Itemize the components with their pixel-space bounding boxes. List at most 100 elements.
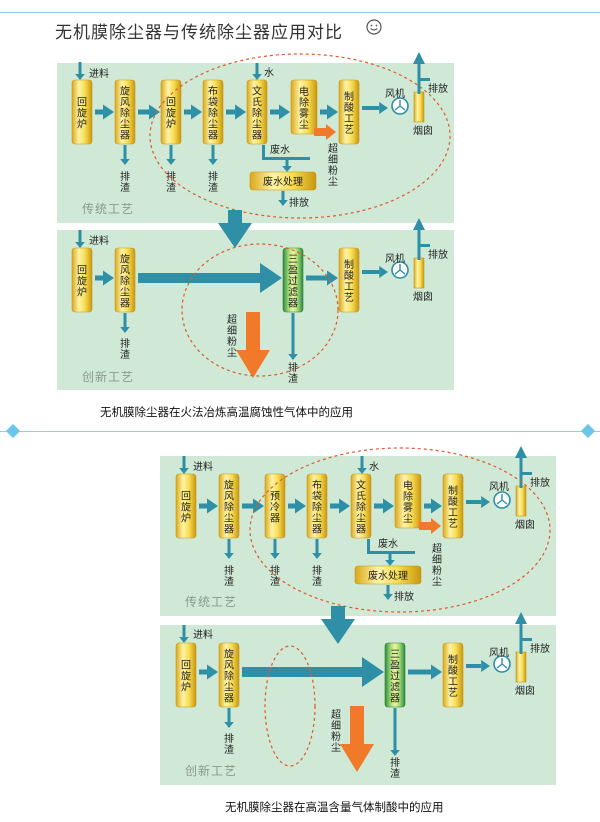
svg-text:文: 文	[252, 85, 262, 98]
s1t-rotary2	[160, 79, 182, 145]
svg-text:三: 三	[390, 650, 400, 661]
svg-text:除: 除	[120, 275, 130, 288]
s1i-slag-arrow-shaft	[123, 313, 127, 327]
svg-text:器: 器	[120, 130, 130, 142]
svg-text:文: 文	[356, 479, 366, 492]
s2t-water-text: 水	[369, 461, 379, 473]
svg-text:尘: 尘	[224, 682, 234, 694]
s1t-a4-head	[235, 104, 246, 120]
s1t-a2-head	[149, 104, 160, 120]
s1t-slag-text-1: 排渣	[166, 170, 176, 194]
s1i-orange-head	[236, 350, 270, 378]
svg-text:尘: 尘	[299, 119, 309, 131]
s2t-chimney-side	[522, 472, 532, 475]
svg-text:器: 器	[270, 513, 280, 525]
s1i-rotary-label: 回旋炉	[77, 265, 87, 299]
s2t-ww-line	[367, 539, 370, 553]
svg-text:除: 除	[299, 96, 309, 109]
s2t-slag-1-shaft	[273, 539, 277, 553]
label-traditional-2: 传统工艺	[185, 595, 238, 609]
svg-text:器: 器	[252, 130, 262, 142]
svg-text:超: 超	[227, 313, 237, 326]
s1t-orange-head	[326, 124, 336, 140]
svg-text:酸: 酸	[344, 101, 354, 114]
middle-divider	[0, 431, 600, 432]
s2t-fan-icon-blades	[496, 494, 508, 505]
svg-text:旋: 旋	[77, 275, 87, 288]
s1t-slag-2-shaft	[211, 145, 215, 159]
svg-text:粉: 粉	[432, 564, 442, 577]
s2t-a1-shaft	[199, 503, 207, 509]
s1t-feed-text: 进料	[89, 67, 109, 80]
svg-text:渣: 渣	[312, 575, 322, 588]
s2t-a6-head	[431, 498, 442, 514]
s1i-slag-text: 排渣	[120, 337, 130, 361]
svg-text:尘: 尘	[328, 176, 338, 188]
svg-text:滤: 滤	[390, 681, 400, 694]
svg-text:风: 风	[120, 265, 130, 277]
s2t-wwt-arrow-head	[383, 594, 393, 600]
svg-text:尘: 尘	[224, 513, 234, 525]
s1i-dashed-ellipse	[181, 243, 339, 377]
s1t-ww-arrow-head	[282, 166, 292, 172]
s1t-rotary	[71, 79, 93, 145]
svg-text:旋: 旋	[181, 670, 191, 683]
s2i-a3-head	[431, 664, 442, 680]
svg-text:冷: 冷	[270, 501, 280, 514]
svg-text:除: 除	[224, 501, 234, 514]
s2i-acid	[442, 642, 464, 708]
svg-text:尘: 尘	[227, 347, 237, 359]
svg-text:布: 布	[208, 86, 218, 98]
svg-text:粉: 粉	[328, 164, 338, 177]
s2i-chimney-riser	[519, 622, 523, 654]
svg-text:氏: 氏	[356, 491, 366, 503]
s2i-ceramic-slag-head	[390, 750, 400, 756]
s2i-feed-arrow-head	[179, 637, 189, 643]
s2t-slag-0-head	[224, 553, 234, 559]
s2t-rotary	[175, 473, 197, 539]
svg-text:风: 风	[224, 491, 234, 503]
s2i-chimney	[515, 651, 527, 683]
s2i-a4-shaft	[466, 664, 482, 668]
svg-text:器: 器	[390, 693, 400, 705]
s2t-wwt-arrow-shaft	[386, 585, 390, 594]
svg-text:渣: 渣	[288, 372, 298, 385]
s2t-water-arrow-head	[357, 468, 367, 474]
svg-text:尘: 尘	[403, 513, 413, 525]
svg-text:排: 排	[224, 732, 234, 745]
s1t-feed-arrow-shaft	[78, 62, 82, 74]
top-divider	[0, 12, 600, 13]
s1t-a5-head	[279, 104, 290, 120]
s2t-wwt-text: 废水处理	[368, 569, 408, 582]
s1i-cyclone	[114, 247, 136, 313]
s2t-a7-shaft	[466, 500, 482, 504]
svg-text:器: 器	[208, 130, 218, 142]
svg-text:旋: 旋	[224, 479, 234, 492]
svg-text:器: 器	[224, 524, 234, 536]
s2t-dashed-ellipse	[249, 447, 551, 613]
s2t-a2-shaft	[242, 503, 253, 509]
svg-text:渣: 渣	[120, 181, 130, 194]
s1t-fan-text: 风机	[385, 87, 405, 100]
svg-text:器: 器	[312, 524, 322, 536]
s1t-chimney-riser-head	[413, 52, 425, 64]
svg-text:炉: 炉	[181, 513, 191, 525]
svg-text:旋: 旋	[77, 107, 87, 120]
s1t-a5-shaft	[270, 109, 279, 115]
svg-text:三: 三	[288, 255, 298, 266]
svg-text:旋: 旋	[120, 253, 130, 266]
svg-text:艺: 艺	[448, 518, 458, 530]
s2t-discharge-text: 排放	[530, 476, 550, 489]
s1-between-head	[218, 223, 252, 248]
s2i-ceramic-slag-text: 排渣	[390, 756, 400, 780]
svg-text:渣: 渣	[390, 767, 400, 780]
svg-text:盈: 盈	[288, 265, 298, 277]
s1t-a1-shaft	[95, 109, 103, 115]
s2i-fan-text: 风机	[489, 646, 509, 659]
s1i-feed-arrow-head	[75, 242, 85, 248]
s2t-rotary-label: 回旋炉	[181, 491, 191, 525]
s1i-ceramic-slag-head	[288, 354, 298, 360]
